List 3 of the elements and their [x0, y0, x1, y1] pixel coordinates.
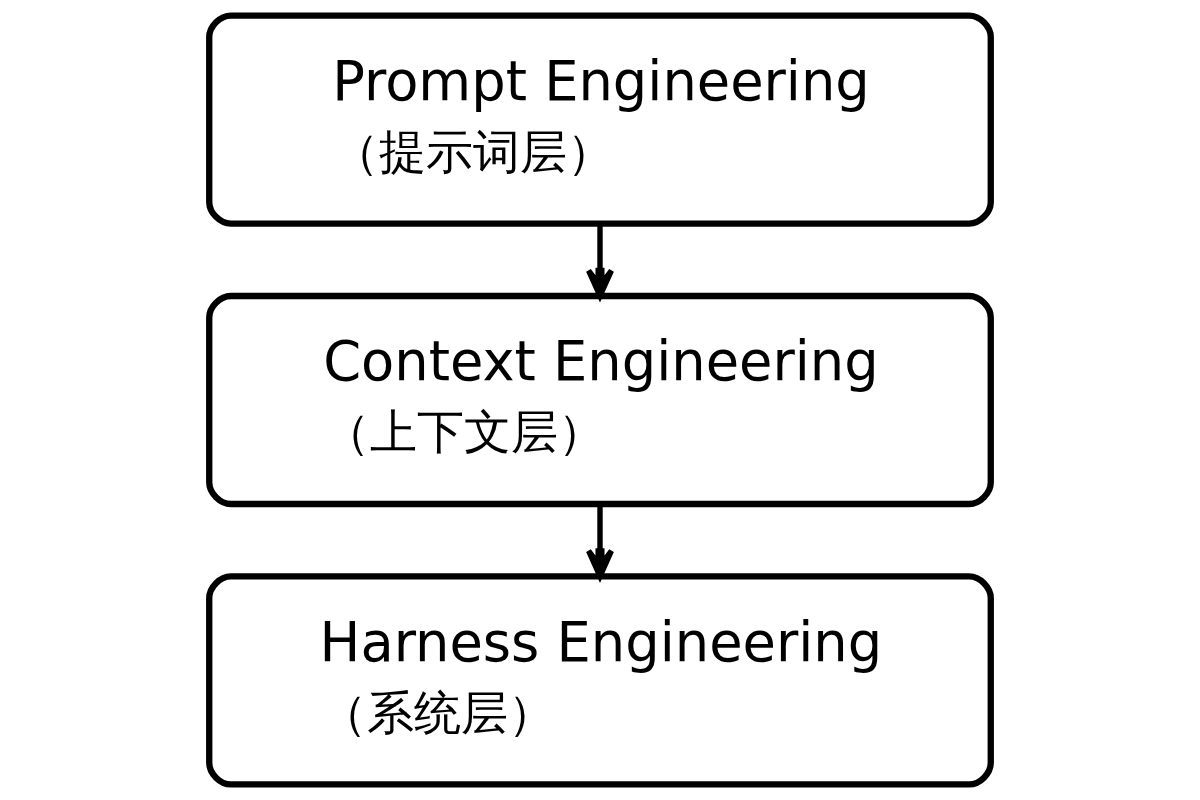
node-box: Harness Engineering （系统层） [206, 573, 994, 788]
node-box: Prompt Engineering （提示词层） [206, 12, 994, 227]
node-box: Context Engineering （上下文层） [206, 292, 994, 508]
